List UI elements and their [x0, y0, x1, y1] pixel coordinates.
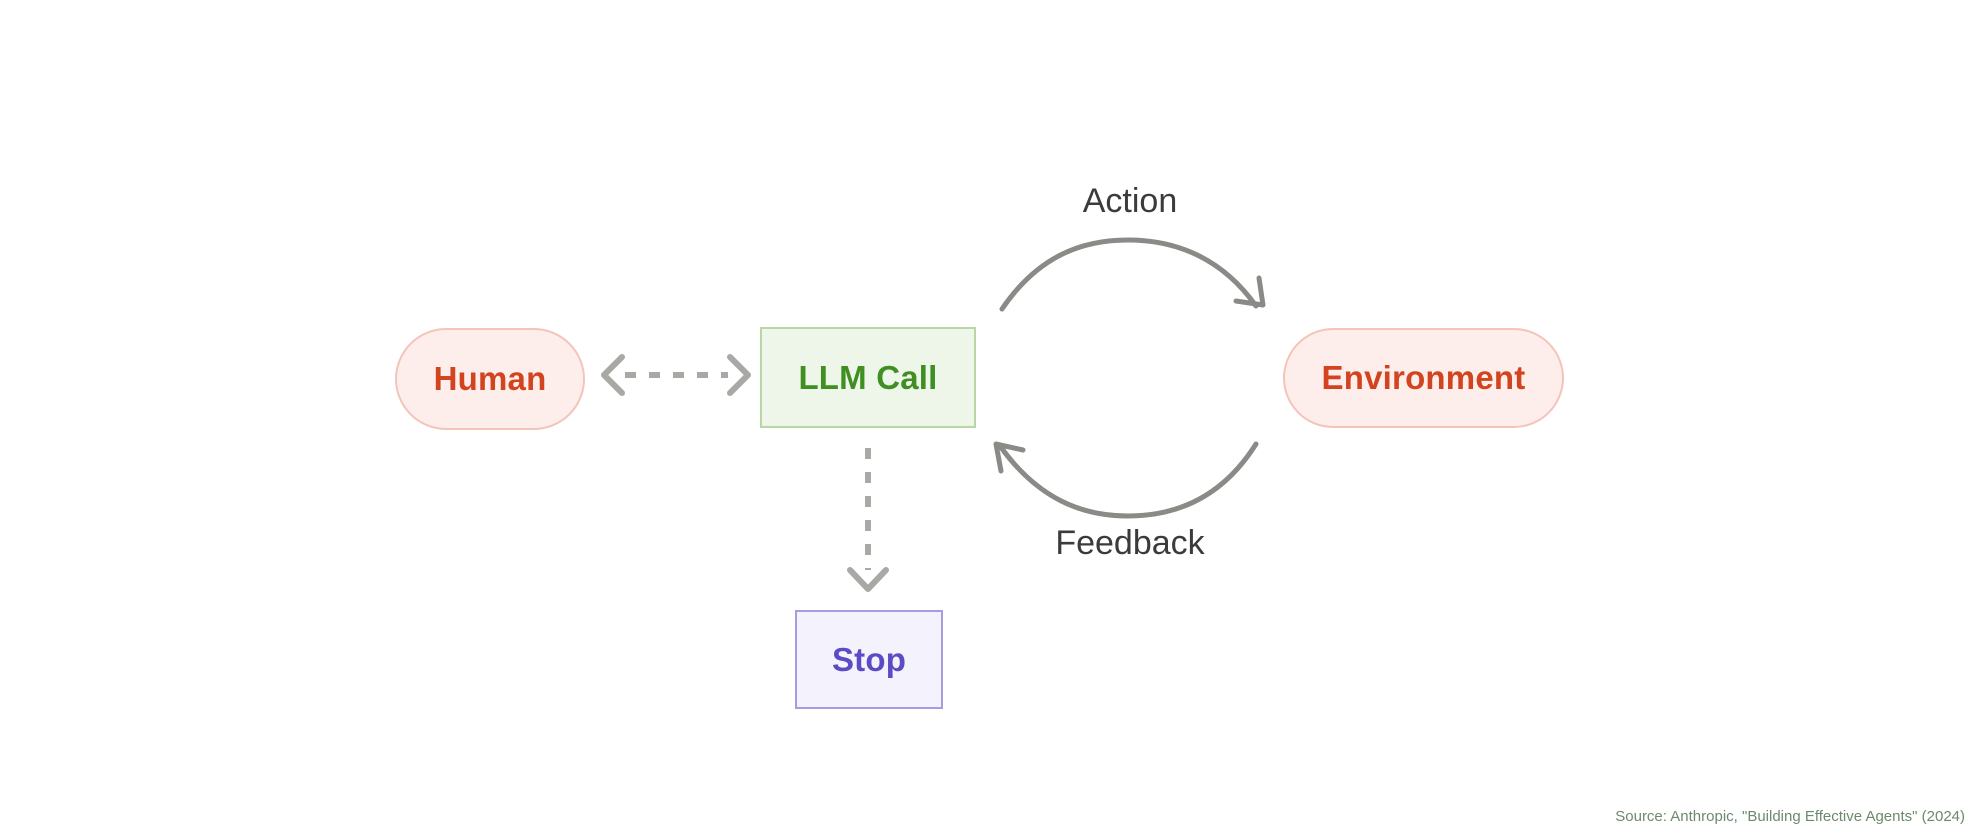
edge-feedback [993, 441, 1259, 519]
source-attribution: Source: Anthropic, "Building Effective A… [1615, 808, 1965, 825]
node-stop-label: Stop [831, 640, 907, 678]
feedback-arc [997, 441, 1259, 519]
action-arrowhead-icon [1233, 275, 1266, 308]
node-environment-label: Environment [1321, 359, 1526, 396]
edge-action [999, 237, 1266, 312]
node-stop[interactable]: Stop [795, 610, 943, 709]
human-llm-left-arrowhead-icon [601, 354, 625, 396]
node-human[interactable]: Human [395, 328, 585, 430]
edge-llm-stop [847, 448, 889, 592]
llm-stop-arrowhead-icon [847, 567, 889, 592]
human-llm-right-arrowhead-icon [727, 354, 751, 396]
node-llm-call-label: LLM Call [798, 358, 938, 396]
edge-label-action: Action [1082, 182, 1178, 220]
action-arc [999, 237, 1259, 312]
edge-label-feedback: Feedback [1055, 524, 1205, 562]
node-environment[interactable]: Environment [1283, 328, 1564, 428]
feedback-arrowhead-icon [993, 441, 1026, 474]
node-human-label: Human [433, 360, 547, 397]
edge-human-llm [601, 354, 751, 396]
node-llm-call[interactable]: LLM Call [760, 327, 976, 428]
